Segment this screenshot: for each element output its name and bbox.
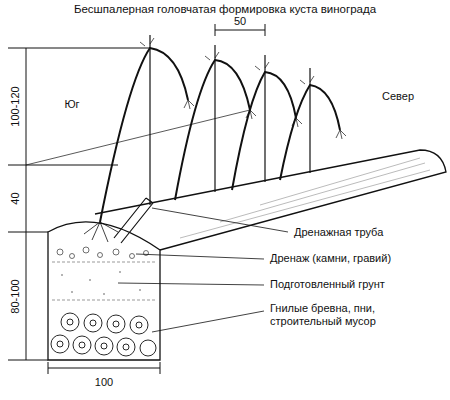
callout-label: Гнилые бревна, пни, строительный мусор — [268, 302, 447, 328]
gravel — [57, 247, 149, 259]
mound-hatching — [180, 158, 430, 238]
leader-line — [118, 283, 264, 285]
dimension-tick — [160, 362, 161, 374]
dimension-tick — [265, 24, 266, 36]
leader-line — [136, 254, 264, 259]
leader-line — [152, 208, 288, 232]
layer-boundary — [52, 262, 156, 300]
leader-line — [152, 311, 264, 332]
dimension-line — [215, 30, 265, 31]
dimension-line — [48, 368, 160, 369]
logs — [51, 313, 156, 356]
dimension-line — [26, 48, 27, 360]
callout-label: Дренажная труба — [292, 226, 385, 239]
level-line — [8, 360, 48, 361]
dimension-value: 100-120 — [9, 86, 22, 126]
vine-canes — [100, 48, 340, 222]
level-line — [8, 165, 118, 166]
mound-outline — [95, 150, 446, 250]
trench-section — [48, 222, 160, 360]
direction-label: Юг — [64, 98, 79, 111]
callout-label: Дренаж (камни, гравий) — [268, 252, 393, 265]
dimension-value: 40 — [9, 192, 22, 204]
stakes — [150, 35, 310, 205]
direction-label: Север — [382, 90, 414, 103]
diagram-title: Бесшпалерная головчатая формировка куста… — [74, 3, 376, 16]
leaves-tufts — [140, 38, 346, 139]
dimension-tick — [215, 24, 216, 36]
level-line — [8, 48, 150, 49]
drainage-pipe — [114, 198, 153, 243]
dimension-tick — [48, 362, 49, 374]
roots — [84, 222, 118, 242]
dimension-value: 50 — [232, 15, 248, 28]
ground-line — [26, 110, 250, 165]
dimension-value: 80-100 — [9, 279, 22, 313]
callout-label: Подготовленный грунт — [268, 278, 387, 291]
level-line — [8, 232, 48, 233]
dimension-value: 100 — [95, 376, 113, 389]
